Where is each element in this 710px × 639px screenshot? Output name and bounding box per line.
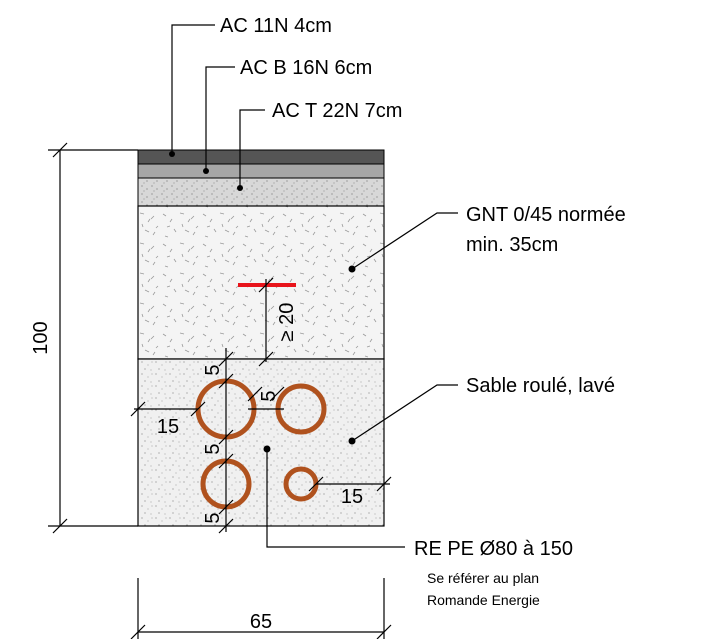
- label-pipes-note-line1: Se référer au plan: [427, 570, 539, 586]
- dim-spacing-top-label: 5: [202, 364, 224, 375]
- dim-pipe-vertical: [218, 348, 234, 534]
- label-gnt-line2: min. 35cm: [466, 234, 558, 256]
- leader-act22n: [237, 109, 265, 191]
- dim-spacing-between-label: 5: [258, 390, 280, 401]
- layer-ac11n: [137, 149, 385, 165]
- dim-pipe-horizontal: [247, 386, 285, 410]
- dim-side-right-label: 15: [341, 486, 363, 508]
- leader-pipes: [263, 445, 405, 548]
- dim-spacing-mid-label: 5: [202, 443, 224, 454]
- layer-acb16n: [137, 163, 385, 179]
- dim-side-right: [308, 476, 392, 492]
- label-ac11n: AC 11N 4cm: [220, 15, 332, 37]
- dim-spacing-bottom-label: 5: [202, 512, 224, 523]
- layer-gnt: [137, 205, 385, 360]
- leader-sand: [348, 384, 458, 445]
- leader-ac11n: [169, 24, 215, 157]
- label-gnt-line1: GNT 0/45 normée: [466, 204, 626, 226]
- label-acb16n: AC B 16N 6cm: [240, 57, 372, 79]
- layer-sand: [137, 358, 385, 527]
- dim-min-cover-label: ≥ 20: [276, 303, 298, 342]
- leader-gnt: [348, 212, 458, 273]
- dim-side-left: [130, 401, 206, 417]
- dim-total-height: [48, 142, 138, 534]
- dim-width-label: 65: [250, 611, 272, 633]
- label-sand: Sable roulé, lavé: [466, 375, 615, 397]
- dim-min-cover: [258, 277, 274, 367]
- layer-act22n: [137, 177, 385, 207]
- dim-side-left-label: 15: [157, 416, 179, 438]
- dim-width: [130, 578, 392, 639]
- leader-acb16n: [203, 66, 235, 174]
- label-pipes-note-line2: Romande Energie: [427, 592, 540, 608]
- label-act22n: AC T 22N 7cm: [272, 100, 402, 122]
- label-pipes: RE PE Ø80 à 150: [414, 538, 573, 560]
- dim-total-height-label: 100: [30, 321, 52, 354]
